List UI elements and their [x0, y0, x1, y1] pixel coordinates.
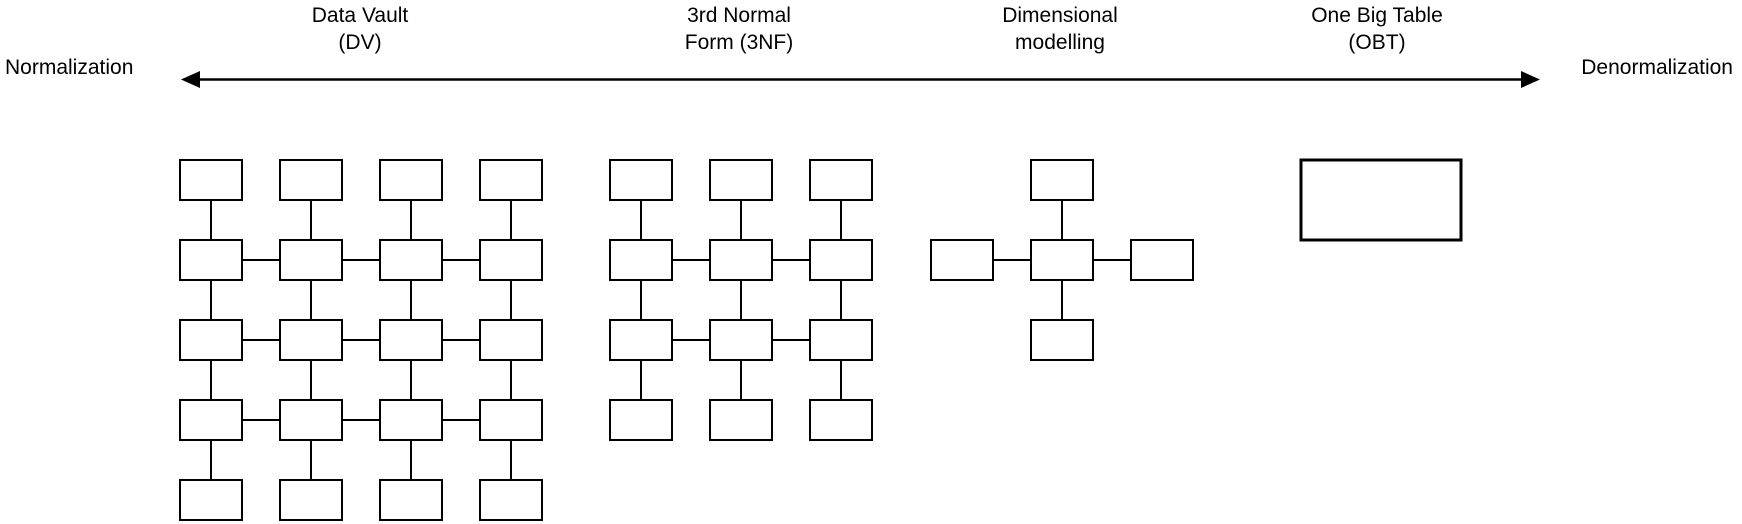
- diagram-dimensional-modelling: [930, 159, 1194, 361]
- table-box: [609, 239, 673, 281]
- table-box: [379, 159, 443, 201]
- table-box: [930, 239, 994, 281]
- approach-label-line2: Form (3NF): [684, 31, 794, 54]
- table-box: [179, 159, 243, 201]
- table-box: [1130, 239, 1194, 281]
- diagram-one-big-table: [1299, 158, 1463, 242]
- table-box: [1299, 158, 1463, 242]
- table-box: [179, 239, 243, 281]
- arrowhead-right-icon: [1521, 71, 1540, 88]
- table-box: [609, 159, 673, 201]
- table-box: [479, 479, 543, 521]
- axis-label-denormalization: Denormalization: [1581, 56, 1733, 79]
- approach-label-line2: (DV): [338, 31, 382, 54]
- approach-label-line1: Dimensional: [1002, 4, 1118, 27]
- normalization-axis-arrow: [181, 71, 1540, 88]
- table-box: [1030, 319, 1094, 361]
- table-box: [279, 159, 343, 201]
- table-box: [179, 399, 243, 441]
- diagram-third-normal-form: [609, 159, 873, 441]
- table-box: [279, 399, 343, 441]
- table-box: [179, 479, 243, 521]
- table-box: [379, 479, 443, 521]
- table-box: [379, 319, 443, 361]
- table-box: [809, 399, 873, 441]
- approach-label-3nf: 3rd Normal Form (3NF): [685, 2, 794, 56]
- table-box: [479, 159, 543, 201]
- table-box: [709, 319, 773, 361]
- table-box: [709, 239, 773, 281]
- approach-label-data-vault: Data Vault (DV): [312, 2, 409, 56]
- table-box: [1030, 159, 1094, 201]
- table-box: [809, 319, 873, 361]
- table-box: [279, 479, 343, 521]
- table-box: [479, 319, 543, 361]
- arrowhead-left-icon: [181, 71, 200, 88]
- table-box: [609, 399, 673, 441]
- table-box: [809, 239, 873, 281]
- table-box: [179, 319, 243, 361]
- table-box: [1030, 239, 1094, 281]
- approach-label-line2: (OBT): [1348, 31, 1406, 54]
- approach-label-line1: One Big Table: [1311, 4, 1443, 27]
- table-box: [709, 159, 773, 201]
- diagram-data-vault: [179, 159, 543, 521]
- table-box: [709, 399, 773, 441]
- table-box: [809, 159, 873, 201]
- table-box: [279, 319, 343, 361]
- table-box: [379, 239, 443, 281]
- table-box: [379, 399, 443, 441]
- approach-label-dimensional: Dimensional modelling: [1002, 2, 1118, 56]
- table-box: [479, 399, 543, 441]
- approach-label-line2: modelling: [1015, 31, 1105, 54]
- table-box: [609, 319, 673, 361]
- approach-label-line1: 3rd Normal: [687, 4, 791, 27]
- approach-label-line1: Data Vault: [311, 4, 409, 27]
- axis-label-normalization: Normalization: [5, 56, 134, 79]
- table-box: [279, 239, 343, 281]
- approach-label-obt: One Big Table (OBT): [1311, 2, 1443, 56]
- table-box: [479, 239, 543, 281]
